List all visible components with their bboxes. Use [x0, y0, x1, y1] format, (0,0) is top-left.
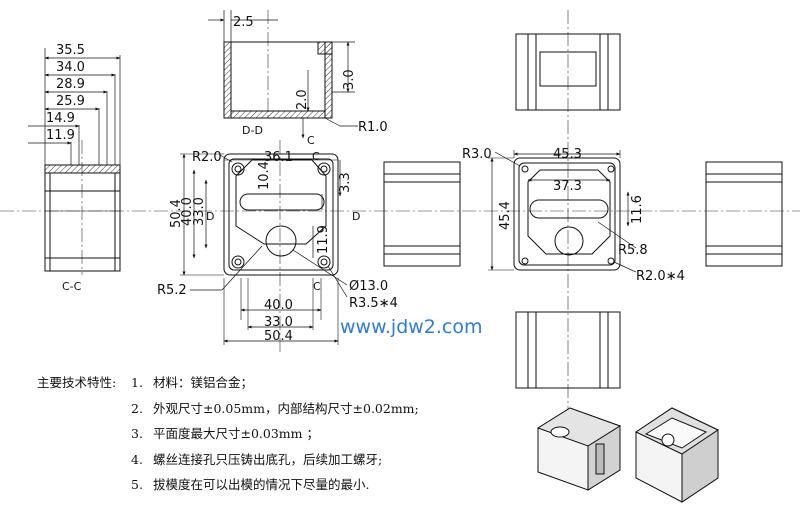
- note-text: 拔模度在可以出模的情况下尽量的最小.: [153, 477, 370, 493]
- tv-r-inner: R5.8: [618, 243, 648, 258]
- bv-r-corner: R2.0: [192, 150, 222, 165]
- dim-cc-4: 14.9: [46, 111, 75, 126]
- note-text: 外观尺寸±0.05mm，内部结构尺寸±0.02mm;: [153, 400, 419, 416]
- note-row-4: 4. 螺丝连接孔只压铸出底孔，后续加工螺牙;: [37, 447, 419, 473]
- bottom-view-labels: R2.0 36.1 50.4 40.0 33.0 10.4 3.3 11.9 R…: [157, 150, 398, 344]
- dim-cc-0: 35.5: [56, 43, 85, 58]
- note-num: 1.: [131, 375, 143, 390]
- dim-cc-5: 11.9: [46, 128, 75, 143]
- tv-w-inner: 37.3: [553, 179, 582, 194]
- bv-hole-dia: Ø13.0: [349, 279, 388, 294]
- bv-r-outer: R5.2: [157, 283, 187, 298]
- section-dd-labels: 2.5 3.0 2.0 R1.0 D-D C: [233, 15, 388, 147]
- bv-w-bot3: 50.4: [264, 329, 293, 344]
- bv-d-hole-off: 11.9: [316, 225, 331, 254]
- note-num: 3.: [131, 426, 143, 442]
- dim-cc-2: 28.9: [56, 77, 85, 92]
- dim-dd-wall: 3.0: [342, 69, 357, 90]
- note-num: 4.: [131, 451, 143, 467]
- note-num: 2.: [131, 400, 143, 416]
- dim-dd-top: 2.5: [233, 15, 254, 30]
- bv-h-inner: 33.0: [192, 197, 207, 226]
- tv-d-right: 11.6: [630, 195, 645, 224]
- bv-holes: R3.5∗4: [349, 296, 398, 311]
- cut-mark-c-top: C: [307, 134, 315, 147]
- note-row-5: 5. 拔模度在可以出模的情况下尽量的最小.: [37, 472, 419, 498]
- tv-r-corner: R3.0: [462, 147, 492, 162]
- bv-d-edge: 3.3: [338, 172, 353, 193]
- dim-cc-1: 34.0: [56, 60, 85, 75]
- dim-dd-radius: R1.0: [358, 120, 388, 135]
- tv-w-outer: 45.3: [553, 147, 582, 162]
- bv-cut-d-left: D: [206, 210, 214, 223]
- notes-lead: 主要技术特性:: [37, 375, 117, 390]
- technical-notes: 主要技术特性: 1. 材料：镁铝合金； 2. 外观尺寸±0.05mm，内部结构尺…: [37, 370, 419, 498]
- watermark: www.jdw2.com: [340, 316, 483, 338]
- center-lines: [0, 10, 800, 420]
- bv-w-bot1: 40.0: [264, 298, 293, 313]
- section-dd-label: D-D: [242, 124, 263, 137]
- section-cc-view: [28, 48, 121, 272]
- note-num: 5.: [131, 477, 143, 493]
- dim-cc-3: 25.9: [56, 94, 85, 109]
- tv-holes: R2.0∗4: [636, 269, 685, 284]
- bv-h-mid: 40.0: [180, 197, 195, 226]
- iso-render-left: [536, 407, 622, 491]
- bv-d-slot: 10.4: [257, 161, 272, 190]
- section-cc-label: C-C: [62, 280, 82, 293]
- bv-w-bot2: 33.0: [264, 315, 293, 330]
- bv-cut-c-bottom: C: [313, 280, 321, 293]
- note-row-1: 主要技术特性: 1. 材料：镁铝合金；: [37, 370, 419, 396]
- section-cc-labels: 35.5 34.0 28.9 25.9 14.9 11.9 C-C: [46, 43, 85, 293]
- note-text: 平面度最大尺寸±0.03mm ；: [153, 426, 319, 442]
- note-text: 材料：镁铝合金；: [153, 375, 254, 390]
- side-elevations: [383, 33, 783, 389]
- note-text: 螺丝连接孔只压铸出底孔，后续加工螺牙;: [153, 451, 383, 467]
- bv-w-top: 36.1: [264, 150, 293, 165]
- bv-cut-c-top: C: [312, 150, 320, 163]
- note-row-3: 3. 平面度最大尺寸±0.03mm ；: [37, 421, 419, 447]
- bv-cut-d-right: D: [352, 210, 360, 223]
- top-view-labels: R3.0 45.3 37.3 45.4 11.6 R5.8 R2.0∗4: [462, 147, 685, 284]
- top-view: [488, 150, 637, 273]
- dim-dd-inner: 2.0: [295, 89, 310, 110]
- bv-h-outer: 50.4: [169, 199, 184, 228]
- section-dd-view: [208, 10, 358, 139]
- bottom-view: [180, 153, 348, 345]
- iso-render-right: [634, 407, 720, 503]
- note-row-2: 2. 外观尺寸±0.05mm，内部结构尺寸±0.02mm;: [37, 396, 419, 422]
- tv-h-left: 45.4: [498, 201, 513, 230]
